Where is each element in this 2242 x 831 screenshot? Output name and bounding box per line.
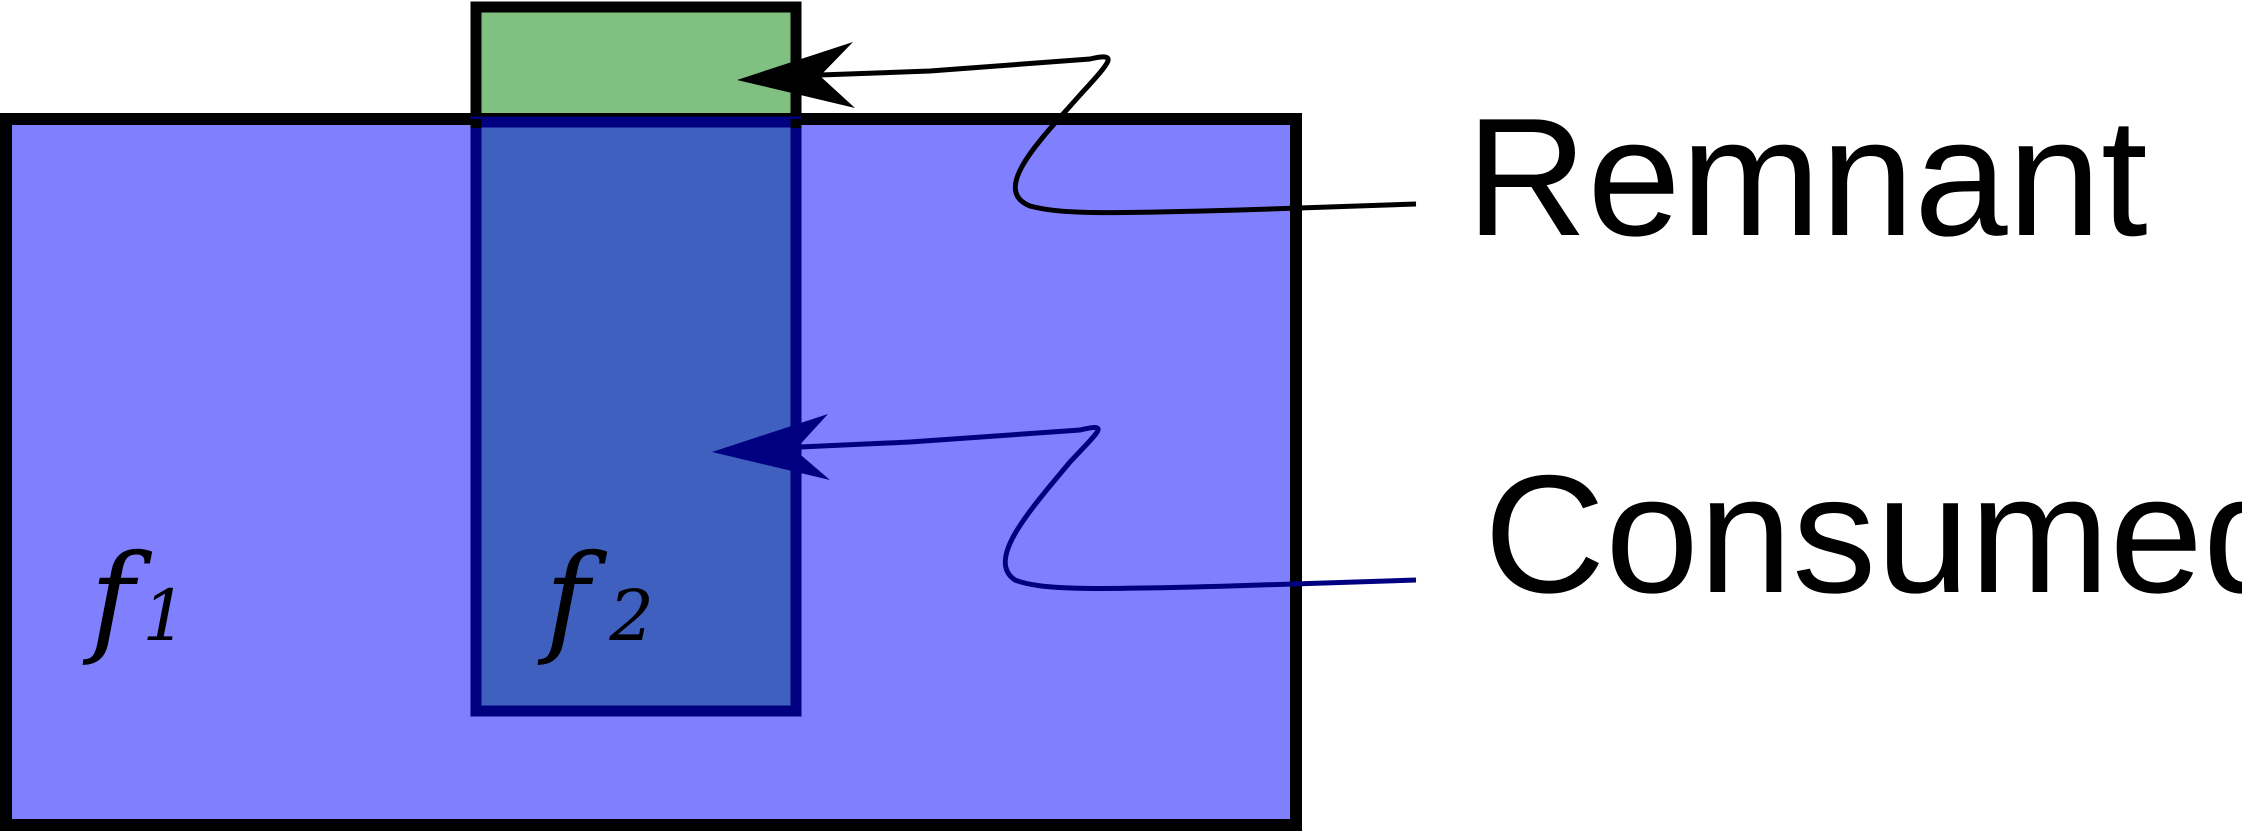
f2-subscript: 2 bbox=[608, 575, 654, 657]
remnant-arrowhead bbox=[737, 42, 855, 108]
consumed-connector bbox=[799, 425, 1417, 591]
remnant-label: Remnant bbox=[1466, 83, 2148, 271]
remnant-connector bbox=[819, 54, 1417, 216]
consumed-arrowhead bbox=[712, 414, 830, 480]
remnant-region bbox=[470, 1, 802, 128]
consumed-label: Consumed bbox=[1484, 440, 2242, 628]
f2-region bbox=[470, 116, 802, 717]
f1-subscript: 1 bbox=[142, 575, 187, 657]
